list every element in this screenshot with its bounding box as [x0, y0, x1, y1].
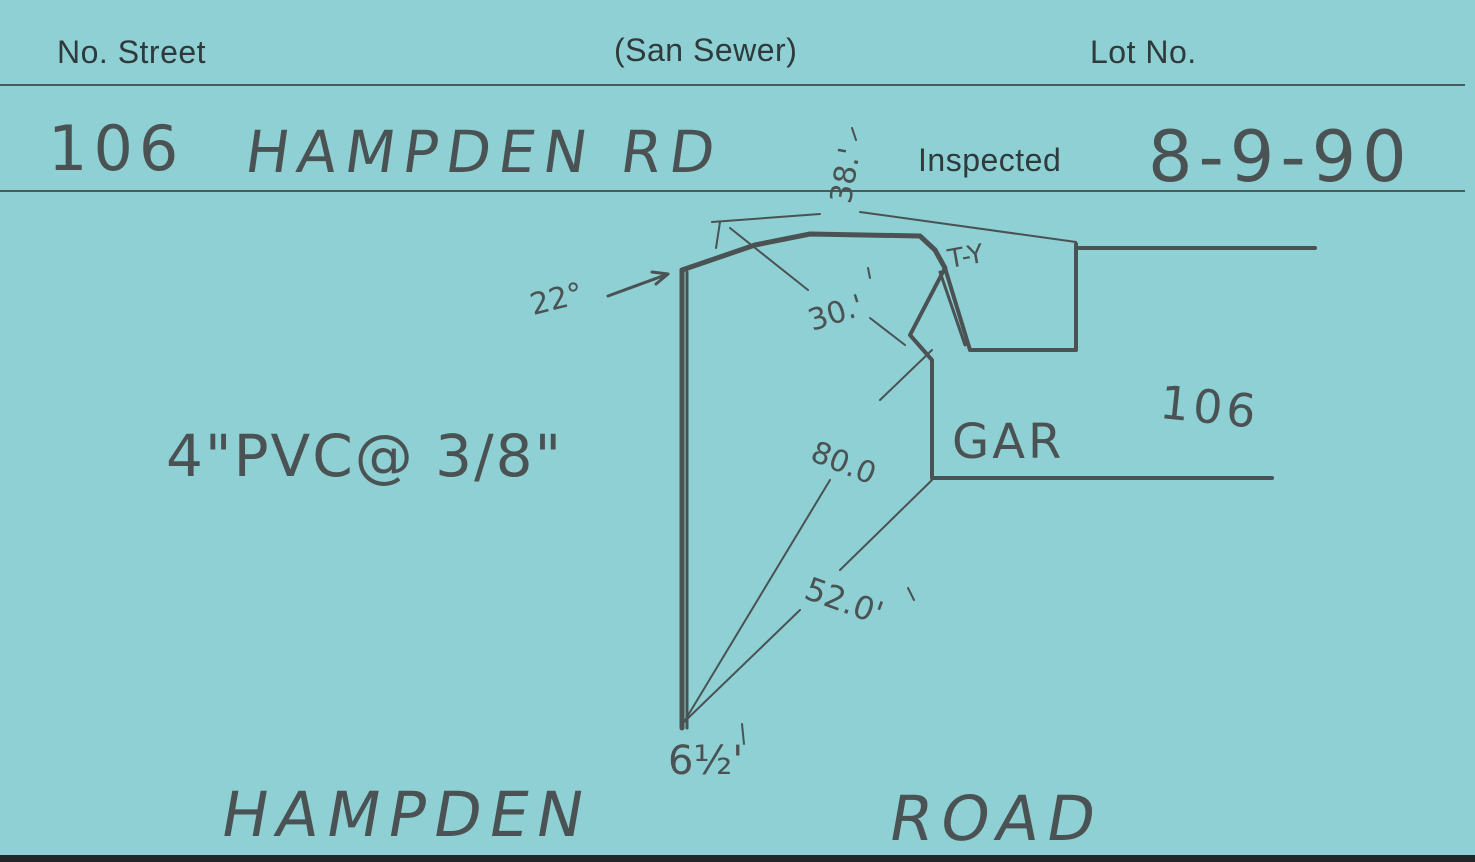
- road-name-right: ROAD: [883, 782, 1110, 855]
- tie-label: T-Y: [945, 239, 987, 275]
- inspected-label: Inspected: [918, 142, 1062, 178]
- house-number-label: 106: [1157, 374, 1263, 440]
- inspected-date-entry: 8-9-90: [1148, 116, 1413, 198]
- no-street-label: No. Street: [57, 34, 207, 70]
- depth-label: 6½': [668, 738, 744, 784]
- house-outline: [908, 242, 1274, 480]
- sewer-lateral-line: [679, 231, 948, 731]
- house-number-entry: 106: [48, 112, 185, 185]
- lot-number-label: Lot No.: [1090, 34, 1197, 70]
- house-bend: [938, 270, 967, 347]
- sewer-type-label: (San Sewer): [614, 32, 798, 68]
- tie-line-top-short: [715, 221, 721, 249]
- tie-line-top: [711, 211, 1077, 243]
- angle-arrow: [606, 272, 670, 298]
- tie-line-30: [729, 227, 906, 346]
- tie-line-80: [683, 349, 933, 723]
- tie-line-52: [683, 479, 933, 723]
- pipe-note: 4"PVC@ 3/8": [166, 422, 564, 490]
- garage-label: GAR: [952, 414, 1065, 470]
- entry-rule: [0, 190, 1465, 192]
- road-name-left: HAMPDEN: [215, 778, 598, 851]
- scan-edge: [0, 855, 1475, 862]
- angle-arrowhead: [650, 270, 670, 286]
- header-rule: [0, 84, 1465, 86]
